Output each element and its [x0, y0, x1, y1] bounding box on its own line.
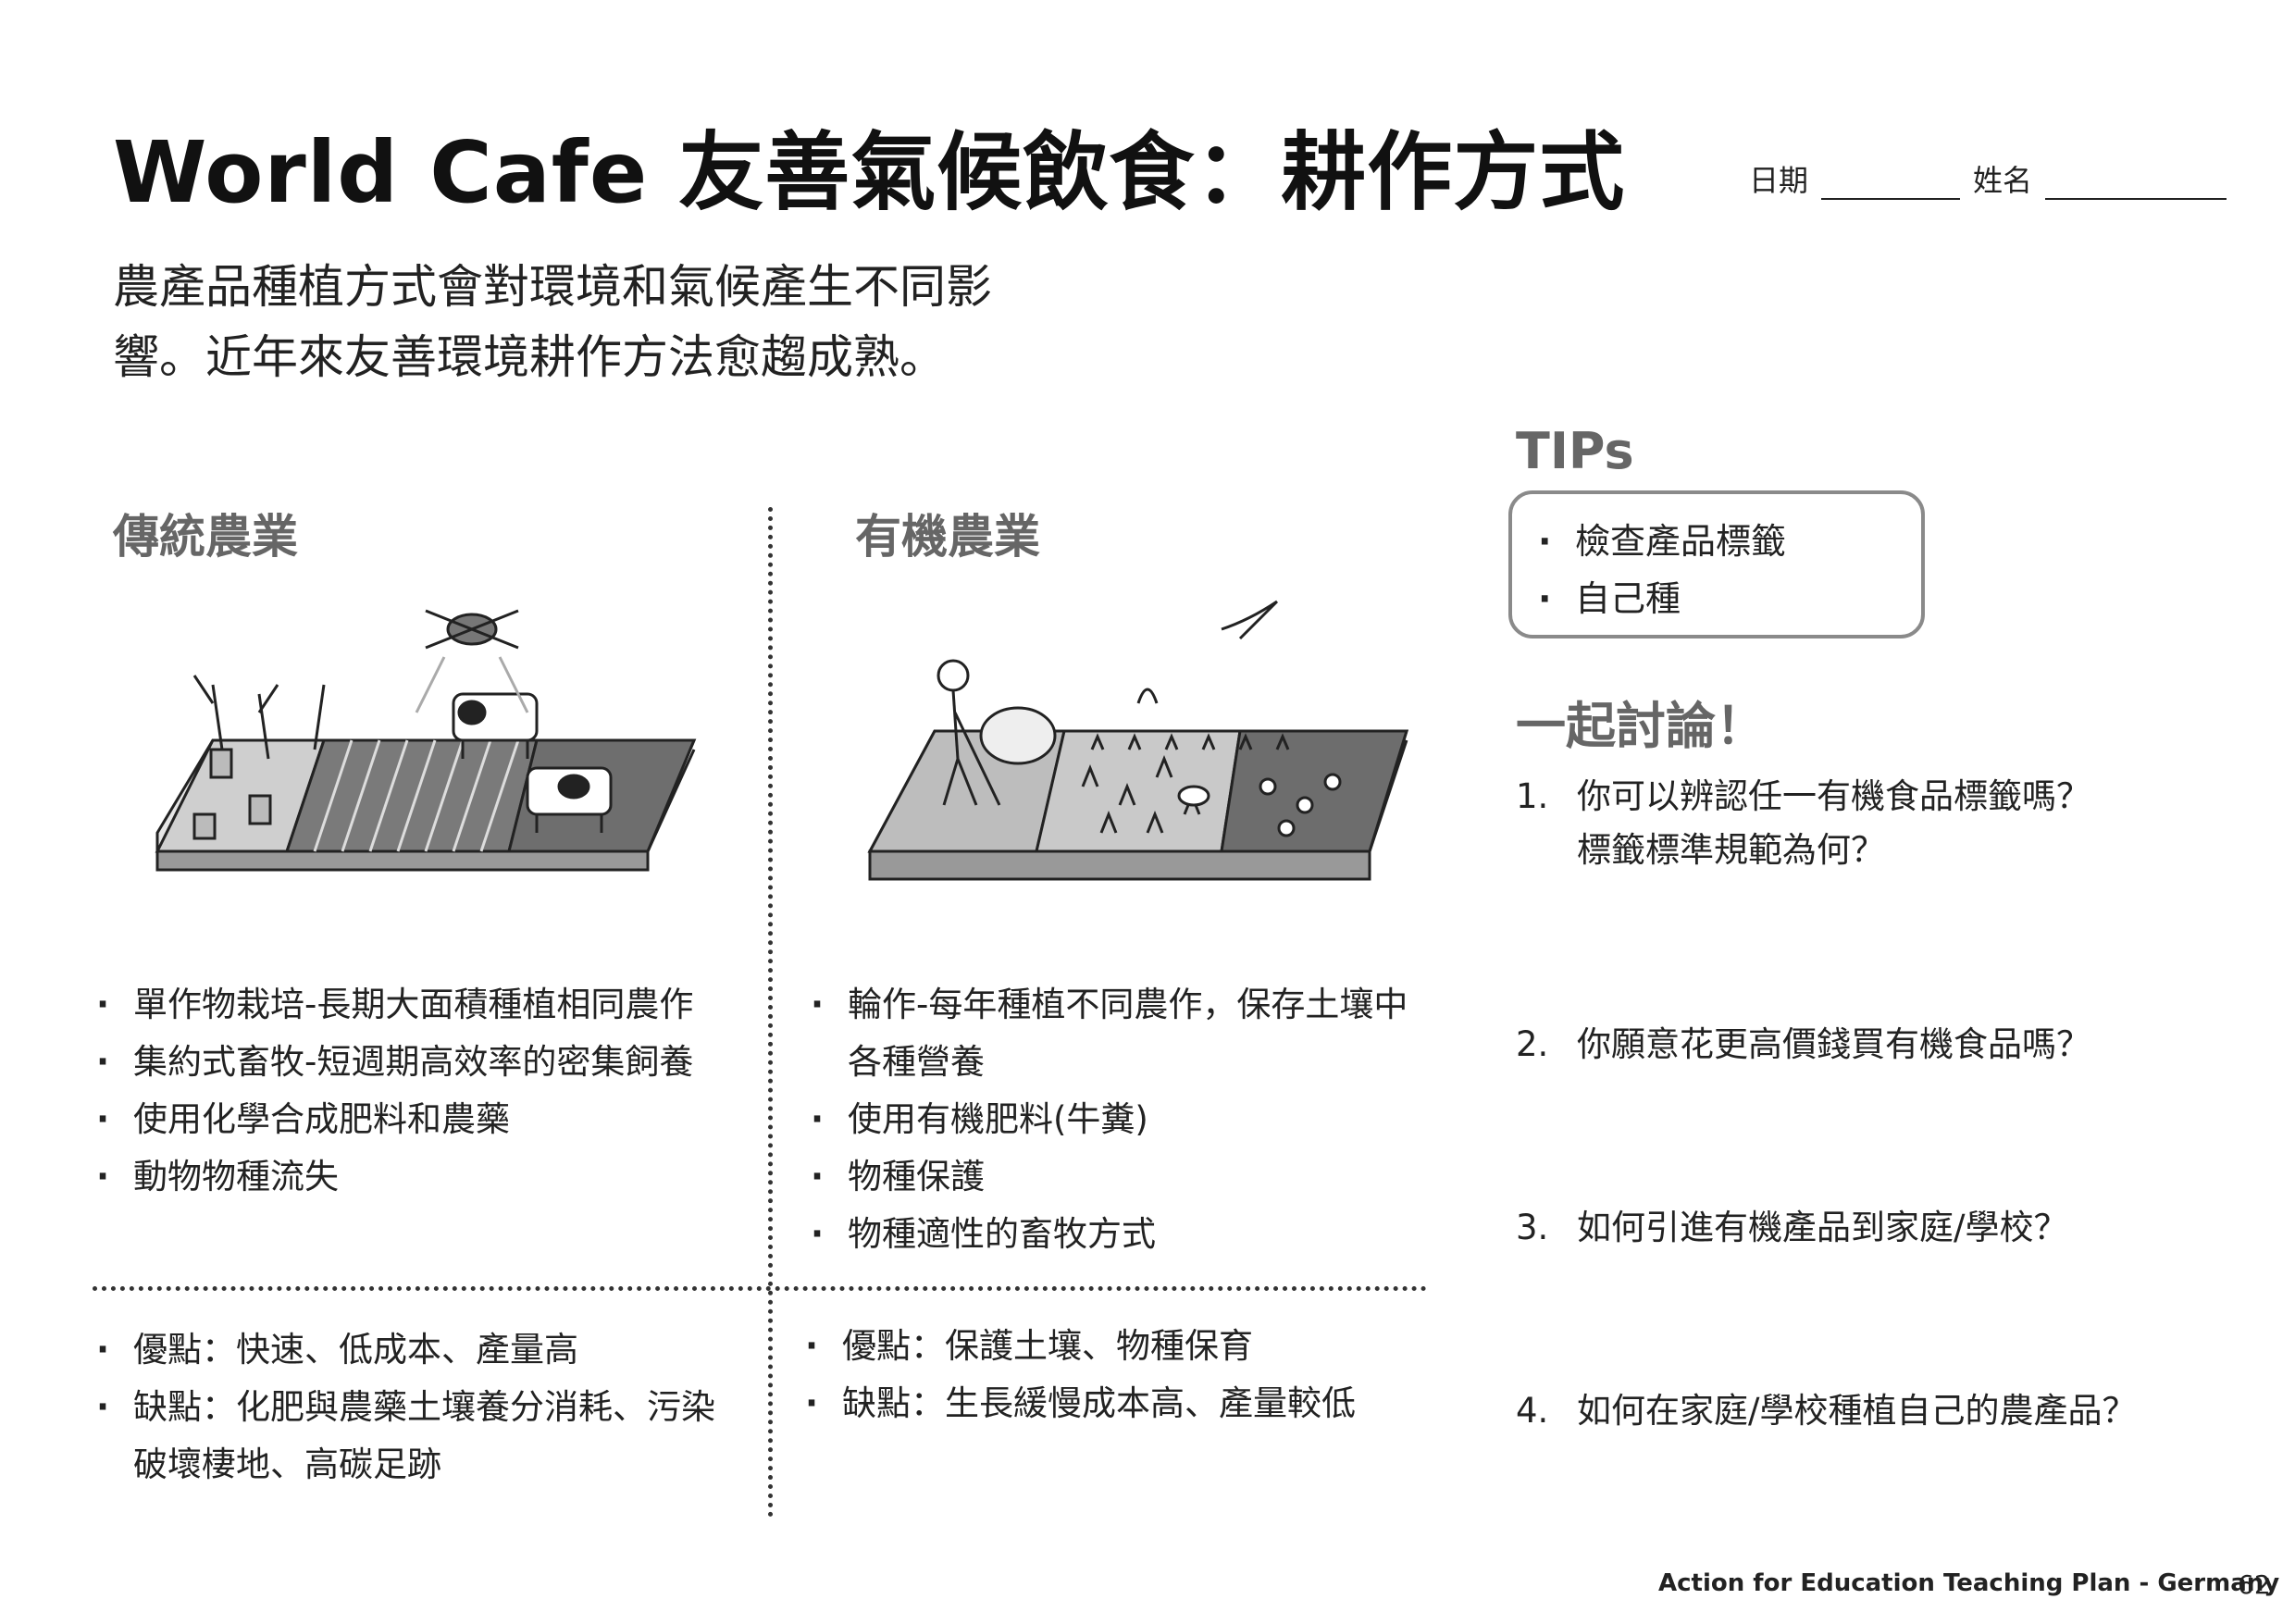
tips-box: 檢查產品標籤 自己種	[1508, 490, 1925, 638]
discussion-title: 一起討論！	[1516, 697, 1766, 755]
list-item: 物種保護	[807, 1148, 1436, 1206]
question-text: 你可以辨認任一有機食品標籤嗎？	[1577, 776, 2090, 816]
organic-farm-illustration	[867, 600, 1409, 881]
list-item: 物種適性的畜牧方式	[807, 1206, 1436, 1263]
conventional-pros-cons: 優點：快速、低成本、產量高 缺點：化肥與農藥土壤養分消耗、污染 破壞棲地、高碳足…	[93, 1321, 759, 1494]
pros-item: 優點：保護土壤、物種保育	[801, 1318, 1431, 1375]
tips-list: 檢查產品標籤 自己種	[1534, 513, 1899, 627]
pros-item: 優點：快速、低成本、產量高	[93, 1321, 759, 1379]
organic-pros-cons: 優點：保護土壤、物種保育 缺點：生長緩慢成本高、產量較低	[801, 1318, 1431, 1432]
page-title: World Cafe 友善氣候飲食：耕作方式	[113, 123, 1626, 222]
tip-item: 檢查產品標籤	[1534, 513, 1899, 570]
question-2: 2. 你願意花更高價錢買有機食品嗎？	[1516, 1018, 2090, 1072]
date-blank	[1821, 167, 1961, 200]
cons-line-2: 破壞棲地、高碳足跡	[133, 1444, 441, 1484]
tip-item: 自己種	[1534, 570, 1899, 627]
question-number: 2.	[1516, 1024, 1549, 1064]
conventional-practices-list: 單作物栽培-長期大面積種植相同農作 集約式畜牧-短週期高效率的密集飼養 使用化學…	[93, 976, 740, 1206]
question-text: 如何引進有機產品到家庭/學校？	[1577, 1208, 2068, 1247]
question-4: 4. 如何在家庭/學校種植自己的農產品？	[1516, 1384, 2136, 1438]
name-field: 姓名	[1973, 157, 2227, 200]
tips-title: TIPs	[1516, 422, 1634, 480]
horizontal-divider	[93, 1286, 1427, 1291]
list-item: 輪作-每年種植不同農作，保存土壤中 各種營養	[807, 976, 1436, 1091]
question-1: 1. 你可以辨認任一有機食品標籤嗎？ 標籤標準規範為何？	[1516, 770, 2090, 877]
list-item-line-2: 各種營養	[848, 1042, 985, 1082]
vertical-divider	[768, 507, 773, 1518]
list-item: 使用化學合成肥料和農藥	[93, 1091, 740, 1148]
question-number: 4.	[1516, 1391, 1549, 1431]
organic-practices-list: 輪作-每年種植不同農作，保存土壤中 各種營養 使用有機肥料(牛糞) 物種保護 物…	[807, 976, 1436, 1263]
organic-heading: 有機農業	[855, 510, 1040, 564]
question-text: 如何在家庭/學校種植自己的農產品？	[1577, 1391, 2137, 1431]
page-number: 62	[2238, 1569, 2271, 1600]
name-label: 姓名	[1973, 163, 2033, 198]
question-3: 3. 如何引進有機產品到家庭/學校？	[1516, 1201, 2067, 1255]
conventional-farm-illustration	[155, 609, 697, 872]
intro-line-1: 農產品種植方式會對環境和氣候產生不同影	[113, 260, 992, 314]
list-item-line-1: 輪作-每年種植不同農作，保存土壤中	[848, 985, 1408, 1024]
cons-line-1: 缺點：化肥與農藥土壤養分消耗、污染	[133, 1387, 715, 1427]
list-item: 使用有機肥料(牛糞)	[807, 1091, 1436, 1148]
name-blank	[2045, 167, 2227, 200]
list-item: 單作物栽培-長期大面積種植相同農作	[93, 976, 740, 1034]
date-label: 日期	[1749, 163, 1809, 198]
intro-paragraph: 農產品種植方式會對環境和氣候產生不同影 響。近年來友善環境耕作方法愈趨成熟。	[113, 252, 1112, 392]
list-item: 集約式畜牧-短週期高效率的密集飼養	[93, 1034, 740, 1091]
intro-line-2: 響。近年來友善環境耕作方法愈趨成熟。	[113, 330, 946, 384]
cons-item: 缺點：化肥與農藥土壤養分消耗、污染 破壞棲地、高碳足跡	[93, 1379, 759, 1494]
list-item: 動物物種流失	[93, 1148, 740, 1206]
date-field: 日期	[1749, 157, 1961, 200]
question-number: 1.	[1516, 776, 1549, 816]
cons-item: 缺點：生長緩慢成本高、產量較低	[801, 1375, 1431, 1432]
question-text-line-2: 標籤標準規範為何？	[1577, 830, 1885, 870]
conventional-heading: 傳統農業	[113, 510, 298, 564]
footer-text: Action for Education Teaching Plan - Ger…	[1658, 1569, 2280, 1597]
question-number: 3.	[1516, 1208, 1549, 1247]
question-text: 你願意花更高價錢買有機食品嗎？	[1577, 1024, 2090, 1064]
